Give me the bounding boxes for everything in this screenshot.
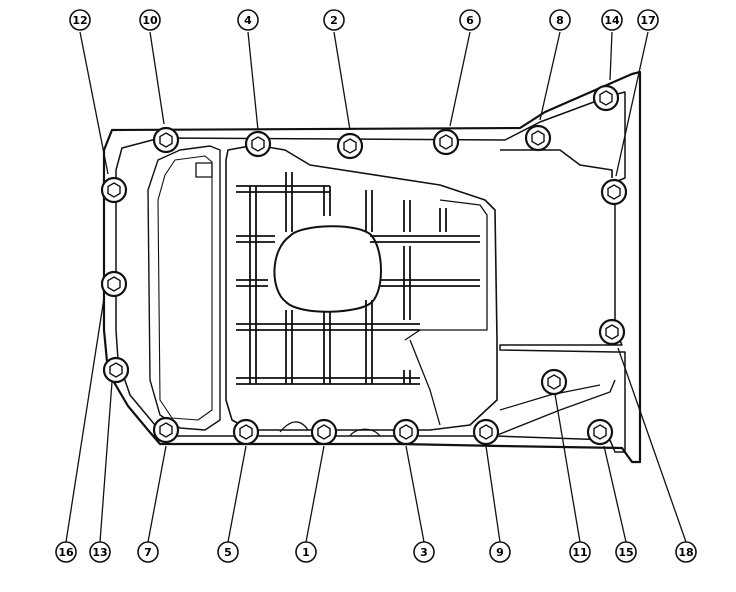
baffle-oval-opening <box>273 225 382 313</box>
pan-main-sump <box>225 144 498 431</box>
leader-3 <box>405 445 425 543</box>
svg-text:12: 12 <box>72 14 87 27</box>
label-6: 6 <box>459 9 481 31</box>
leader-11 <box>554 393 581 543</box>
bolt-14 <box>592 84 620 112</box>
bolt-4 <box>244 130 272 158</box>
leader-13 <box>99 381 113 543</box>
bolt-11 <box>540 368 568 396</box>
bolt-8 <box>524 124 552 152</box>
label-1: 1 <box>295 541 317 563</box>
bolts <box>100 84 628 446</box>
pan-left-sump <box>147 145 221 431</box>
leader-16 <box>65 297 105 543</box>
label-11: 11 <box>569 541 591 563</box>
leader-15 <box>603 445 627 543</box>
svg-text:15: 15 <box>618 546 633 559</box>
bolt-5 <box>232 418 260 446</box>
bolt-15 <box>586 418 614 446</box>
label-7: 7 <box>137 541 159 563</box>
svg-text:2: 2 <box>330 14 338 27</box>
leader-2 <box>333 31 351 131</box>
label-18: 18 <box>675 541 697 563</box>
svg-text:10: 10 <box>142 14 158 27</box>
label-13: 13 <box>89 541 111 563</box>
svg-text:4: 4 <box>244 14 252 27</box>
leader-12 <box>79 31 109 175</box>
label-10: 10 <box>139 9 161 31</box>
bolt-3 <box>392 418 420 446</box>
pan-inner-right-wall <box>404 199 488 341</box>
pan-upper-right-ledge <box>500 149 613 178</box>
svg-text:14: 14 <box>604 14 620 27</box>
bolt-9 <box>472 418 500 446</box>
svg-text:9: 9 <box>496 546 504 559</box>
label-14: 14 <box>601 9 623 31</box>
leader-4 <box>247 31 259 131</box>
leader-1 <box>305 445 325 543</box>
svg-text:7: 7 <box>144 546 152 559</box>
leader-7 <box>147 445 167 543</box>
pan-diagonal-wall <box>409 339 441 426</box>
label-16: 16 <box>55 541 77 563</box>
svg-text:3: 3 <box>420 546 428 559</box>
svg-text:16: 16 <box>58 546 74 559</box>
leader-8 <box>539 31 561 121</box>
svg-text:18: 18 <box>678 546 693 559</box>
top-labels: 12 10 4 2 6 8 14 17 <box>69 9 659 31</box>
label-2: 2 <box>323 9 345 31</box>
baffle-horizontal-bars <box>236 185 480 385</box>
bolt-6 <box>432 128 460 156</box>
svg-text:8: 8 <box>556 14 564 27</box>
bolt-16 <box>100 270 128 298</box>
leader-5 <box>227 445 247 543</box>
svg-text:1: 1 <box>302 546 310 559</box>
label-3: 3 <box>413 541 435 563</box>
label-5: 5 <box>217 541 239 563</box>
leader-10 <box>149 31 165 125</box>
leader-18 <box>617 347 687 543</box>
label-9: 9 <box>489 541 511 563</box>
leader-lines <box>65 31 687 543</box>
pan-left-sump-inner <box>157 155 213 421</box>
label-15: 15 <box>615 541 637 563</box>
leader-14 <box>609 31 613 81</box>
pan-lower-lip <box>279 421 381 437</box>
bolt-17 <box>600 178 628 206</box>
svg-text:17: 17 <box>640 14 655 27</box>
svg-text:5: 5 <box>224 546 232 559</box>
label-12: 12 <box>69 9 91 31</box>
bolt-7 <box>152 416 180 444</box>
bolt-18 <box>598 318 626 346</box>
pan-outer-flange <box>102 70 642 464</box>
bolt-1 <box>310 418 338 446</box>
bottom-labels: 16 13 7 5 1 3 9 11 15 18 <box>55 541 697 563</box>
label-17: 17 <box>637 9 659 31</box>
bolt-10 <box>152 126 180 154</box>
pan-inner-flange <box>115 91 626 453</box>
svg-text:6: 6 <box>466 14 474 27</box>
svg-text:11: 11 <box>572 546 587 559</box>
leader-9 <box>485 445 501 543</box>
leader-6 <box>449 31 471 127</box>
pan-lower-right-rib <box>499 384 601 411</box>
label-4: 4 <box>237 9 259 31</box>
bolt-13 <box>102 356 130 384</box>
baffle-vertical-bars <box>249 172 447 384</box>
pan-lower-right-ledge <box>494 379 616 437</box>
bolt-2 <box>336 132 364 160</box>
label-8: 8 <box>549 9 571 31</box>
pan-boss <box>195 162 213 178</box>
bolt-12 <box>100 176 128 204</box>
oil-pan-body <box>102 70 642 464</box>
leader-17 <box>615 31 649 177</box>
svg-text:13: 13 <box>92 546 107 559</box>
baffle-grid <box>236 172 480 385</box>
